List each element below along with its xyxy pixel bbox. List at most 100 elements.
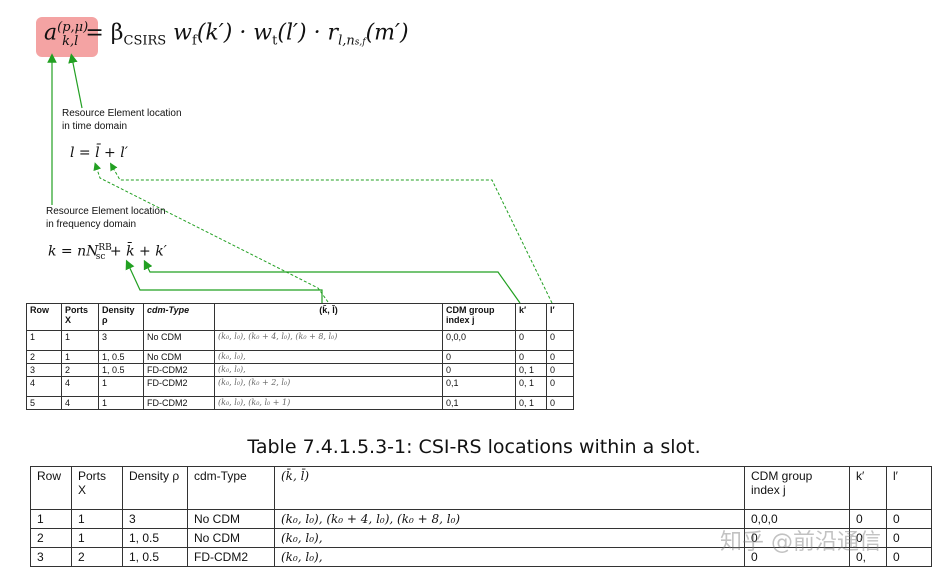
cell: 0 [886, 509, 932, 529]
cell: 4 [61, 376, 99, 397]
cell: (k₀, l₀), (k₀ + 2, l₀) [214, 376, 443, 397]
header-kprime: k′ [849, 466, 887, 510]
cell: 1 [30, 509, 72, 529]
table-row: 2 1 1, 0.5 No CDM (k₀, l₀), 0 0 0 [30, 528, 932, 548]
cell: 1 [71, 528, 123, 548]
arrow-kbar [125, 259, 323, 303]
cell: 5 [26, 396, 62, 410]
csi-rs-table-excerpt: Row Ports X Density ρ cdm-Type (k̄, l̄) … [26, 303, 574, 410]
cell: No CDM [187, 528, 275, 548]
cell: 1 [61, 330, 99, 351]
cell: 1, 0.5 [122, 547, 188, 567]
csi-rs-formula: a(p,μ)k,l = βCSIRS wf(k′) · wt(l′) · rl,… [44, 20, 409, 49]
cell: 2 [26, 350, 62, 364]
cell: 0 [515, 350, 547, 364]
cell: 0,0,0 [442, 330, 516, 351]
cell: 4 [26, 376, 62, 397]
cell: 1 [61, 350, 99, 364]
cell: 3 [26, 363, 62, 377]
cell: 1, 0.5 [98, 363, 144, 377]
header-row: Row [30, 466, 72, 510]
header-kbar-lbar: (k̄, l̄) [274, 466, 745, 510]
cell: 0,1 [442, 376, 516, 397]
cell: 0, 1 [515, 376, 547, 397]
header-kprime: k′ [515, 303, 547, 331]
cell: 0, 1 [515, 363, 547, 377]
cell: 1, 0.5 [98, 350, 144, 364]
cell: No CDM [143, 350, 215, 364]
cell: 1 [98, 396, 144, 410]
cell: (k₀, l₀), (k₀ + 4, l₀), (k₀ + 8, l₀) [214, 330, 443, 351]
cell: 3 [122, 509, 188, 529]
time-domain-equation: l = l̄ + l′ [70, 145, 128, 161]
cell: FD-CDM2 [143, 363, 215, 377]
cell: (k₀, l₀), (k₀ + 4, l₀), (k₀ + 8, l₀) [274, 509, 745, 529]
header-density: Density ρ [122, 466, 188, 510]
cell: 0 [546, 376, 574, 397]
cell: 0 [442, 350, 516, 364]
cell: 1 [26, 330, 62, 351]
cell: (k₀, l₀), [274, 528, 745, 548]
header-cdm-type: cdm-Type [143, 303, 215, 331]
cell: 0 [546, 330, 574, 351]
cell: (k₀, l₀), [214, 363, 443, 377]
cell: 0 [546, 350, 574, 364]
header-cdm-group: CDM group index j [442, 303, 516, 331]
header-cdm-type: cdm-Type [187, 466, 275, 510]
cell: 4 [61, 396, 99, 410]
header-cdm-group: CDM group index j [744, 466, 850, 510]
cell: FD-CDM2 [143, 376, 215, 397]
cell: No CDM [187, 509, 275, 529]
watermark: 知乎 @前沿通信 [720, 530, 881, 555]
cell: 0 [515, 330, 547, 351]
formula-highlight [36, 17, 98, 57]
header-kbar-lbar: (k̄, l̄) [214, 303, 443, 331]
arrow-time-to-l [68, 53, 83, 109]
cell: No CDM [143, 330, 215, 351]
table-caption: Table 7.4.1.5.3-1: CSI-RS locations with… [247, 436, 701, 458]
cell: 2 [71, 547, 123, 567]
cell: 0 [546, 363, 574, 377]
cell: 1 [98, 376, 144, 397]
table-row: 3 2 1, 0.5 FD-CDM2 (k₀, l₀), 0 0, 0 [30, 547, 932, 567]
cell: 3 [30, 547, 72, 567]
cell: FD-CDM2 [143, 396, 215, 410]
table-row: 2 1 1, 0.5 No CDM (k₀, l₀), 0 0 0 [26, 350, 574, 364]
header-lprime: l′ [886, 466, 932, 510]
header-density: Density ρ [98, 303, 144, 331]
arrow-lbar [93, 162, 329, 303]
cell: 0, [849, 547, 887, 567]
cell: 0 [886, 547, 932, 567]
csi-rs-locations-table: Row Ports X Density ρ cdm-Type (k̄, l̄) … [30, 466, 932, 567]
cell: (k₀, l₀), [274, 547, 745, 567]
table-row: 1 1 3 No CDM (k₀, l₀), (k₀ + 4, l₀), (k₀… [26, 330, 574, 351]
arrow-lprime [110, 162, 553, 304]
cell: 0 [546, 396, 574, 410]
header-ports: Ports X [61, 303, 99, 331]
cell: (k₀, l₀), (k₀, l₀ + 1) [214, 396, 443, 410]
table-row: 3 2 1, 0.5 FD-CDM2 (k₀, l₀), 0 0, 1 0 [26, 363, 574, 377]
cell: FD-CDM2 [187, 547, 275, 567]
cell: 0 [886, 528, 932, 548]
cell: (k₀, l₀), [214, 350, 443, 364]
arrow-kprime [143, 259, 521, 304]
freq-domain-equation: k = nNRBsc + k̄ + k′ [48, 243, 167, 263]
cell: 2 [30, 528, 72, 548]
cell: 1 [71, 509, 123, 529]
cell: 0,1 [442, 396, 516, 410]
header-ports: Ports X [71, 466, 123, 510]
header-row: Row [26, 303, 62, 331]
cell: 0, 1 [515, 396, 547, 410]
header-lprime: l′ [546, 303, 574, 331]
cell: 2 [61, 363, 99, 377]
cell: 1, 0.5 [122, 528, 188, 548]
table-row: 5 4 1 FD-CDM2 (k₀, l₀), (k₀, l₀ + 1) 0,1… [26, 396, 574, 410]
table-header-row: Row Ports X Density ρ cdm-Type (k̄, l̄) … [30, 466, 932, 510]
cell: 3 [98, 330, 144, 351]
table-row: 4 4 1 FD-CDM2 (k₀, l₀), (k₀ + 2, l₀) 0,1… [26, 376, 574, 397]
cell: 0 [442, 363, 516, 377]
arrow-overlay [47, 53, 553, 304]
table-header-row: Row Ports X Density ρ cdm-Type (k̄, l̄) … [26, 303, 574, 331]
